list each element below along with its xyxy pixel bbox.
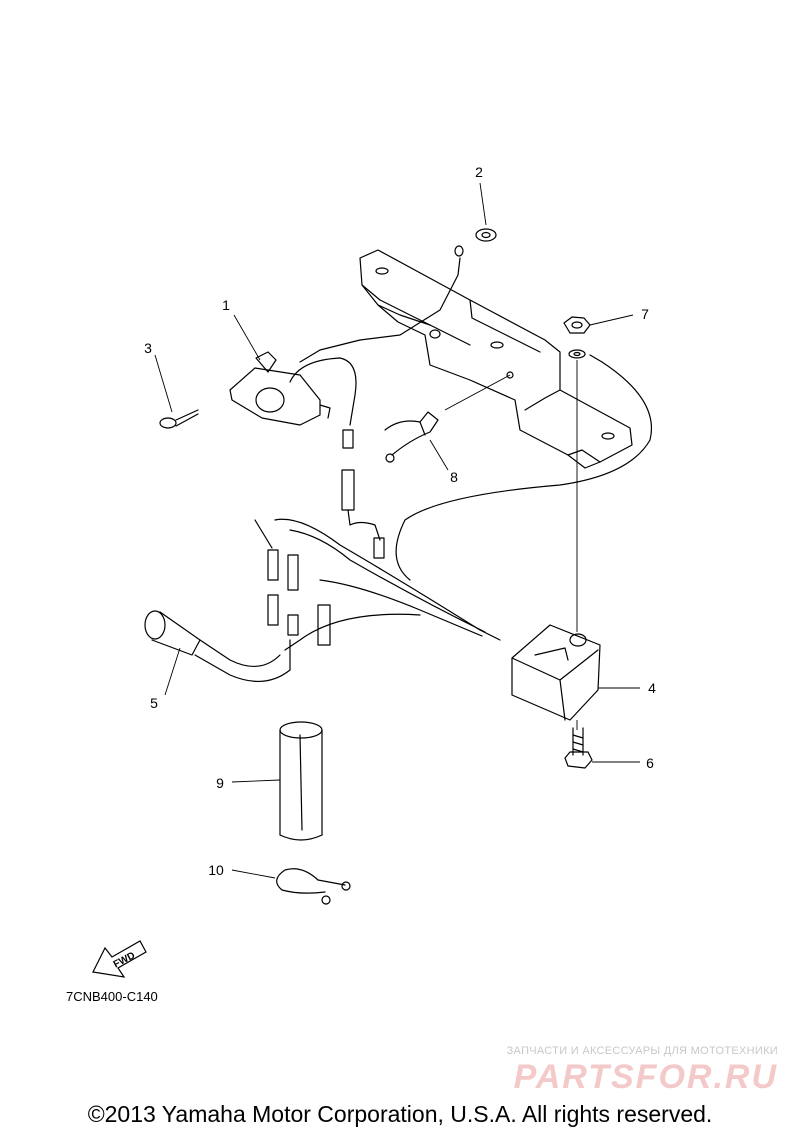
part-9-tube	[279, 721, 323, 841]
part-1-coil	[229, 351, 357, 426]
callout-3: 3	[144, 340, 152, 356]
watermark-text: ЗАПЧАСТИ И АКСЕССУАРЫ ДЛЯ МОТОТЕХНИКИ	[506, 1045, 778, 1057]
drawing-code: 7CNB400-C140	[66, 989, 158, 1004]
mounting-bracket	[359, 249, 633, 469]
part-3-screw	[159, 409, 199, 429]
part-8-clamp	[384, 411, 439, 463]
callout-1: 1	[222, 297, 230, 313]
fwd-arrow-icon: FWD	[92, 940, 147, 978]
part-5-connector	[144, 610, 291, 683]
callout-4: 4	[648, 680, 656, 696]
fwd-label: FWD	[112, 950, 137, 970]
part-10-clip	[276, 868, 351, 905]
callout-7: 7	[641, 306, 649, 322]
callout-10: 10	[208, 862, 224, 878]
callout-8: 8	[450, 469, 458, 485]
watermark-logo: PARTSFOR.RU	[513, 1058, 778, 1096]
copyright-notice: ©2013 Yamaha Motor Corporation, U.S.A. A…	[87, 1101, 713, 1127]
part-6-bolt	[564, 727, 593, 769]
callout-6: 6	[646, 755, 654, 771]
part-2-washer	[475, 228, 497, 242]
callout-2: 2	[475, 164, 483, 180]
callout-9: 9	[216, 775, 224, 791]
part-4-cdi-unit	[479, 624, 601, 721]
callout-5: 5	[150, 695, 158, 711]
